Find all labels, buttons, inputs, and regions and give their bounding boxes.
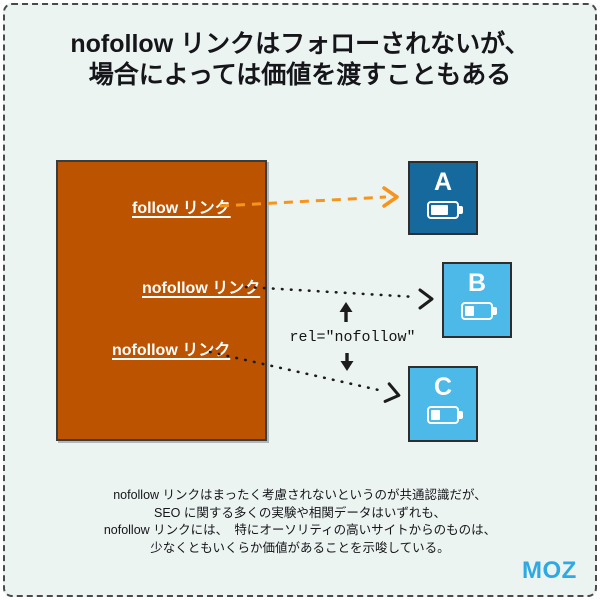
site-b-letter: B: [467, 269, 487, 297]
nofollow-link-label-1: nofollow リンク: [142, 280, 261, 297]
arrow-up-icon: [339, 302, 353, 322]
site-b-box: B: [442, 262, 512, 338]
moz-logo: MOZ: [522, 557, 577, 584]
footnote-line: SEO に関する多くの実験や相関データはいずれも、: [154, 505, 446, 520]
page-title: nofollow リンクはフォローされないが、 場合によっては価値を渡すこともあ…: [0, 29, 600, 91]
nofollow-link-label-2: nofollow リンク: [112, 342, 231, 359]
site-c-letter: C: [433, 373, 453, 401]
battery-cap: [459, 206, 463, 214]
source-page-box: follow リンク nofollow リンク nofollow リンク: [56, 160, 267, 441]
battery-cap: [459, 411, 463, 419]
follow-arrow: [219, 186, 399, 208]
rel-nofollow-code: rel="nofollow": [289, 329, 416, 346]
battery-fill: [465, 306, 474, 316]
battery-cap: [493, 307, 497, 315]
nofollow-arrow-1: [244, 285, 434, 310]
battery-icon: [427, 406, 463, 424]
battery-icon: [427, 201, 463, 219]
nofollow-arrow-2: [208, 350, 401, 403]
arrow-down-icon: [340, 353, 354, 371]
site-a-box: A: [408, 161, 478, 235]
site-a-letter: A: [433, 168, 453, 196]
title-line-1: nofollow リンクはフォローされないが、: [70, 30, 530, 58]
footnote-line: 少なくともいくらか価値があることを示唆している。: [150, 540, 450, 555]
follow-link-label: follow リンク: [132, 200, 231, 217]
battery-icon: [461, 302, 497, 320]
footnote-line: nofollow リンクには、 特にオーソリティの高いサイトからのものは、: [103, 523, 497, 537]
site-c-box: C: [408, 366, 478, 442]
footnote-line: nofollow リンクはまったく考慮されないというのが共通認識だが、: [113, 488, 487, 502]
title-line-2: 場合によっては価値を渡すこともある: [88, 61, 512, 89]
footnote: nofollow リンクはまったく考慮されないというのが共通認識だが、 SEO …: [0, 487, 600, 557]
battery-fill: [431, 205, 449, 215]
battery-fill: [431, 410, 440, 420]
